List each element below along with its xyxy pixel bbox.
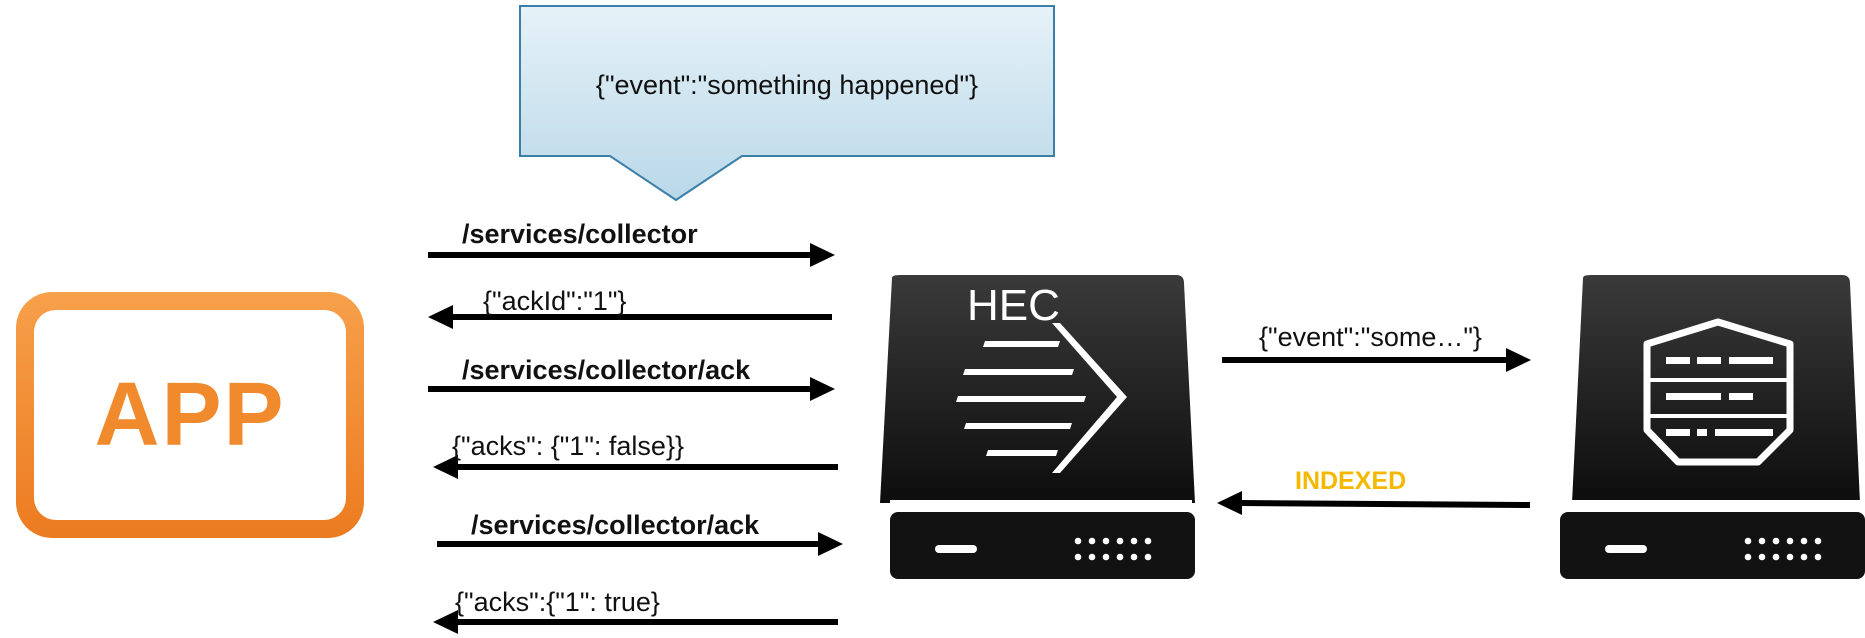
message-label-3: /services/collector/ack bbox=[462, 355, 751, 385]
message-label-5: /services/collector/ack bbox=[471, 510, 760, 540]
arrowhead-to-app-2 bbox=[428, 305, 453, 329]
message-label-4: {"acks": {"1": false}} bbox=[452, 431, 684, 461]
hec-server: HEC bbox=[880, 275, 1195, 579]
message-arrows: /services/collector {"ackId":"1"} /servi… bbox=[428, 219, 843, 634]
indexer-indicator-dots bbox=[1744, 537, 1822, 561]
hec-indicator-dots bbox=[1074, 537, 1152, 561]
forward-label: {"event":"some…"} bbox=[1259, 322, 1482, 352]
arrowhead-to-app-6 bbox=[433, 610, 458, 634]
collector-arrow-icon bbox=[956, 323, 1127, 473]
hec-drive-slot bbox=[935, 545, 977, 553]
message-label-6: {"acks":{"1": true} bbox=[455, 587, 660, 617]
message-label-1: /services/collector bbox=[462, 219, 698, 249]
arrowhead-to-app-4 bbox=[433, 455, 458, 479]
message-label-2: {"ackId":"1"} bbox=[483, 286, 626, 316]
callout-text: {"event":"something happened"} bbox=[596, 70, 978, 100]
arrowhead-to-hec-3 bbox=[810, 377, 835, 401]
indexed-label: INDEXED bbox=[1295, 467, 1406, 495]
indexer-drive-slot bbox=[1605, 545, 1647, 553]
arrowhead-to-hec-1 bbox=[810, 243, 835, 267]
forward-arrow: {"event":"some…"} bbox=[1222, 322, 1531, 372]
arrowhead-to-hec-5 bbox=[818, 532, 843, 556]
index-database-icon bbox=[1643, 318, 1794, 466]
hec-label: HEC bbox=[967, 281, 1060, 330]
app-label: APP bbox=[94, 365, 285, 465]
indexed-arrow: INDEXED bbox=[1217, 467, 1531, 515]
event-callout: {"event":"something happened"} bbox=[519, 5, 1055, 202]
indexer-server bbox=[1560, 275, 1865, 579]
app-box: APP bbox=[16, 292, 364, 538]
